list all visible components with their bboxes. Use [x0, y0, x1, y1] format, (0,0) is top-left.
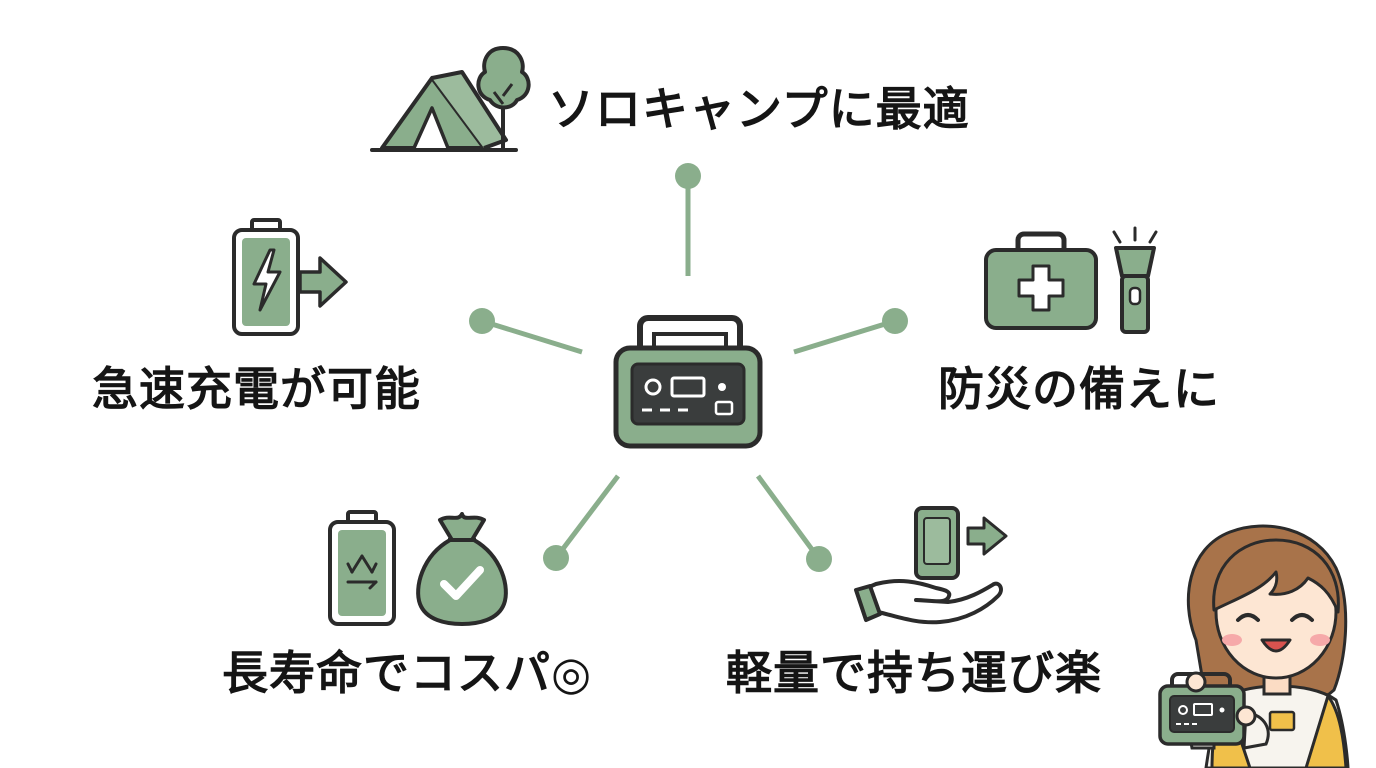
tree-icon	[476, 46, 531, 150]
hand-holding-device-icon	[854, 506, 1003, 625]
money-bag-check-icon	[416, 512, 508, 626]
connector-charge	[469, 308, 583, 355]
arrow-right-icon	[966, 516, 1008, 556]
feature-label-disaster: 防災の備えに	[938, 362, 1220, 416]
tent-icon	[370, 70, 518, 152]
portable-power-station-icon	[613, 315, 763, 449]
flashlight-icon	[1112, 226, 1158, 334]
recycle-battery-icon	[328, 510, 396, 626]
arrow-right-icon	[298, 256, 348, 308]
connector-cost	[543, 474, 620, 571]
feature-label-fast-charge: 急速充電が可能	[92, 362, 421, 416]
feature-label-camp: ソロキャンプに最適	[548, 82, 970, 136]
connector-light	[755, 474, 832, 572]
first-aid-kit-icon	[984, 231, 1098, 330]
connector-disaster	[793, 308, 908, 355]
feature-label-lightweight: 軽量で持ち運び楽	[726, 646, 1102, 700]
feature-label-cost: 長寿命でコスパ◎	[222, 646, 593, 700]
woman-holding-power-station-icon	[1158, 524, 1350, 768]
connectors	[469, 163, 908, 572]
battery-bolt-icon	[232, 218, 300, 336]
connector-camp	[675, 163, 701, 276]
